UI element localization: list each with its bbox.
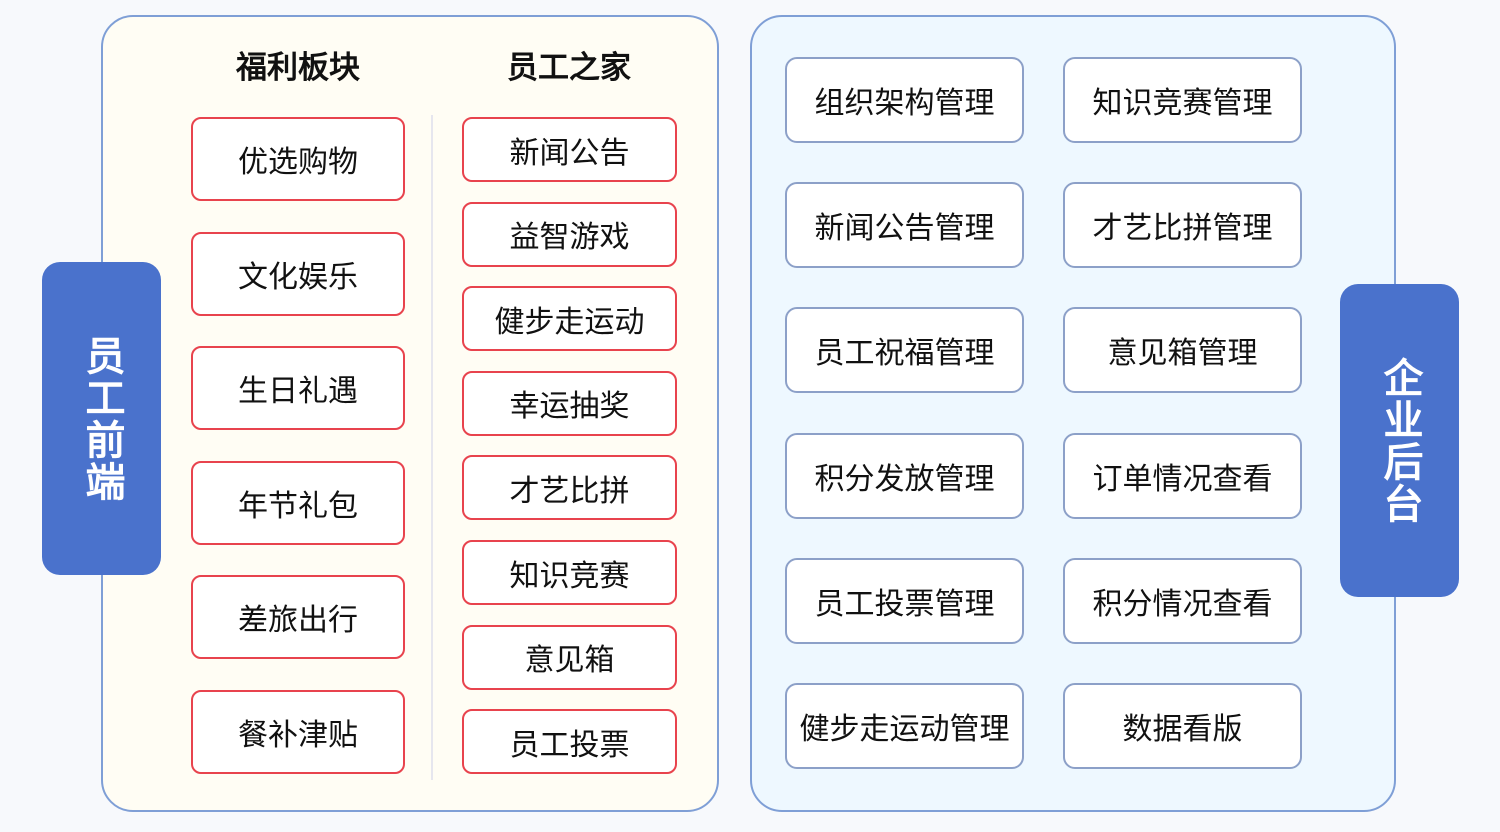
backend-item-button[interactable]: 员工祝福管理	[785, 307, 1024, 394]
home-item-button[interactable]: 意见箱	[462, 624, 677, 690]
column-divider	[431, 115, 433, 780]
backend-item-button[interactable]: 订单情况查看	[1063, 432, 1302, 519]
backend-item-button[interactable]: 知识竞赛管理	[1063, 57, 1302, 143]
home-item-button[interactable]: 知识竞赛	[462, 540, 677, 605]
welfare-item-button[interactable]: 差旅出行	[191, 575, 405, 660]
home-item-button[interactable]: 健步走运动	[462, 286, 677, 352]
welfare-item-button[interactable]: 年节礼包	[191, 460, 405, 545]
home-item-button[interactable]: 才艺比拼	[462, 455, 677, 521]
welfare-section-title: 福利板块	[236, 50, 360, 86]
backend-item-button[interactable]: 组织架构管理	[785, 57, 1024, 143]
welfare-item-button[interactable]: 优选购物	[191, 117, 405, 201]
backend-item-button[interactable]: 意见箱管理	[1063, 307, 1302, 394]
enterprise-backend-panel	[750, 15, 1396, 812]
home-item-button[interactable]: 新闻公告	[462, 117, 677, 182]
welfare-item-button[interactable]: 生日礼遇	[191, 346, 405, 431]
home-item-button[interactable]: 员工投票	[462, 709, 677, 775]
backend-item-button[interactable]: 新闻公告管理	[785, 182, 1024, 269]
backend-item-button[interactable]: 数据看版	[1063, 683, 1302, 769]
employee-frontend-tab: 员工前端	[42, 262, 161, 575]
employee-home-section-title: 员工之家	[507, 50, 631, 86]
welfare-item-button[interactable]: 文化娱乐	[191, 231, 405, 316]
backend-item-button[interactable]: 积分发放管理	[785, 432, 1024, 519]
home-item-button[interactable]: 益智游戏	[462, 201, 677, 267]
backend-item-button[interactable]: 才艺比拼管理	[1063, 182, 1302, 269]
home-item-button[interactable]: 幸运抽奖	[462, 370, 677, 436]
backend-item-button[interactable]: 积分情况查看	[1063, 557, 1302, 644]
enterprise-backend-tab: 企业后台	[1340, 284, 1459, 597]
backend-item-button[interactable]: 员工投票管理	[785, 557, 1024, 644]
backend-item-button[interactable]: 健步走运动管理	[785, 683, 1024, 769]
welfare-item-button[interactable]: 餐补津贴	[191, 690, 405, 774]
